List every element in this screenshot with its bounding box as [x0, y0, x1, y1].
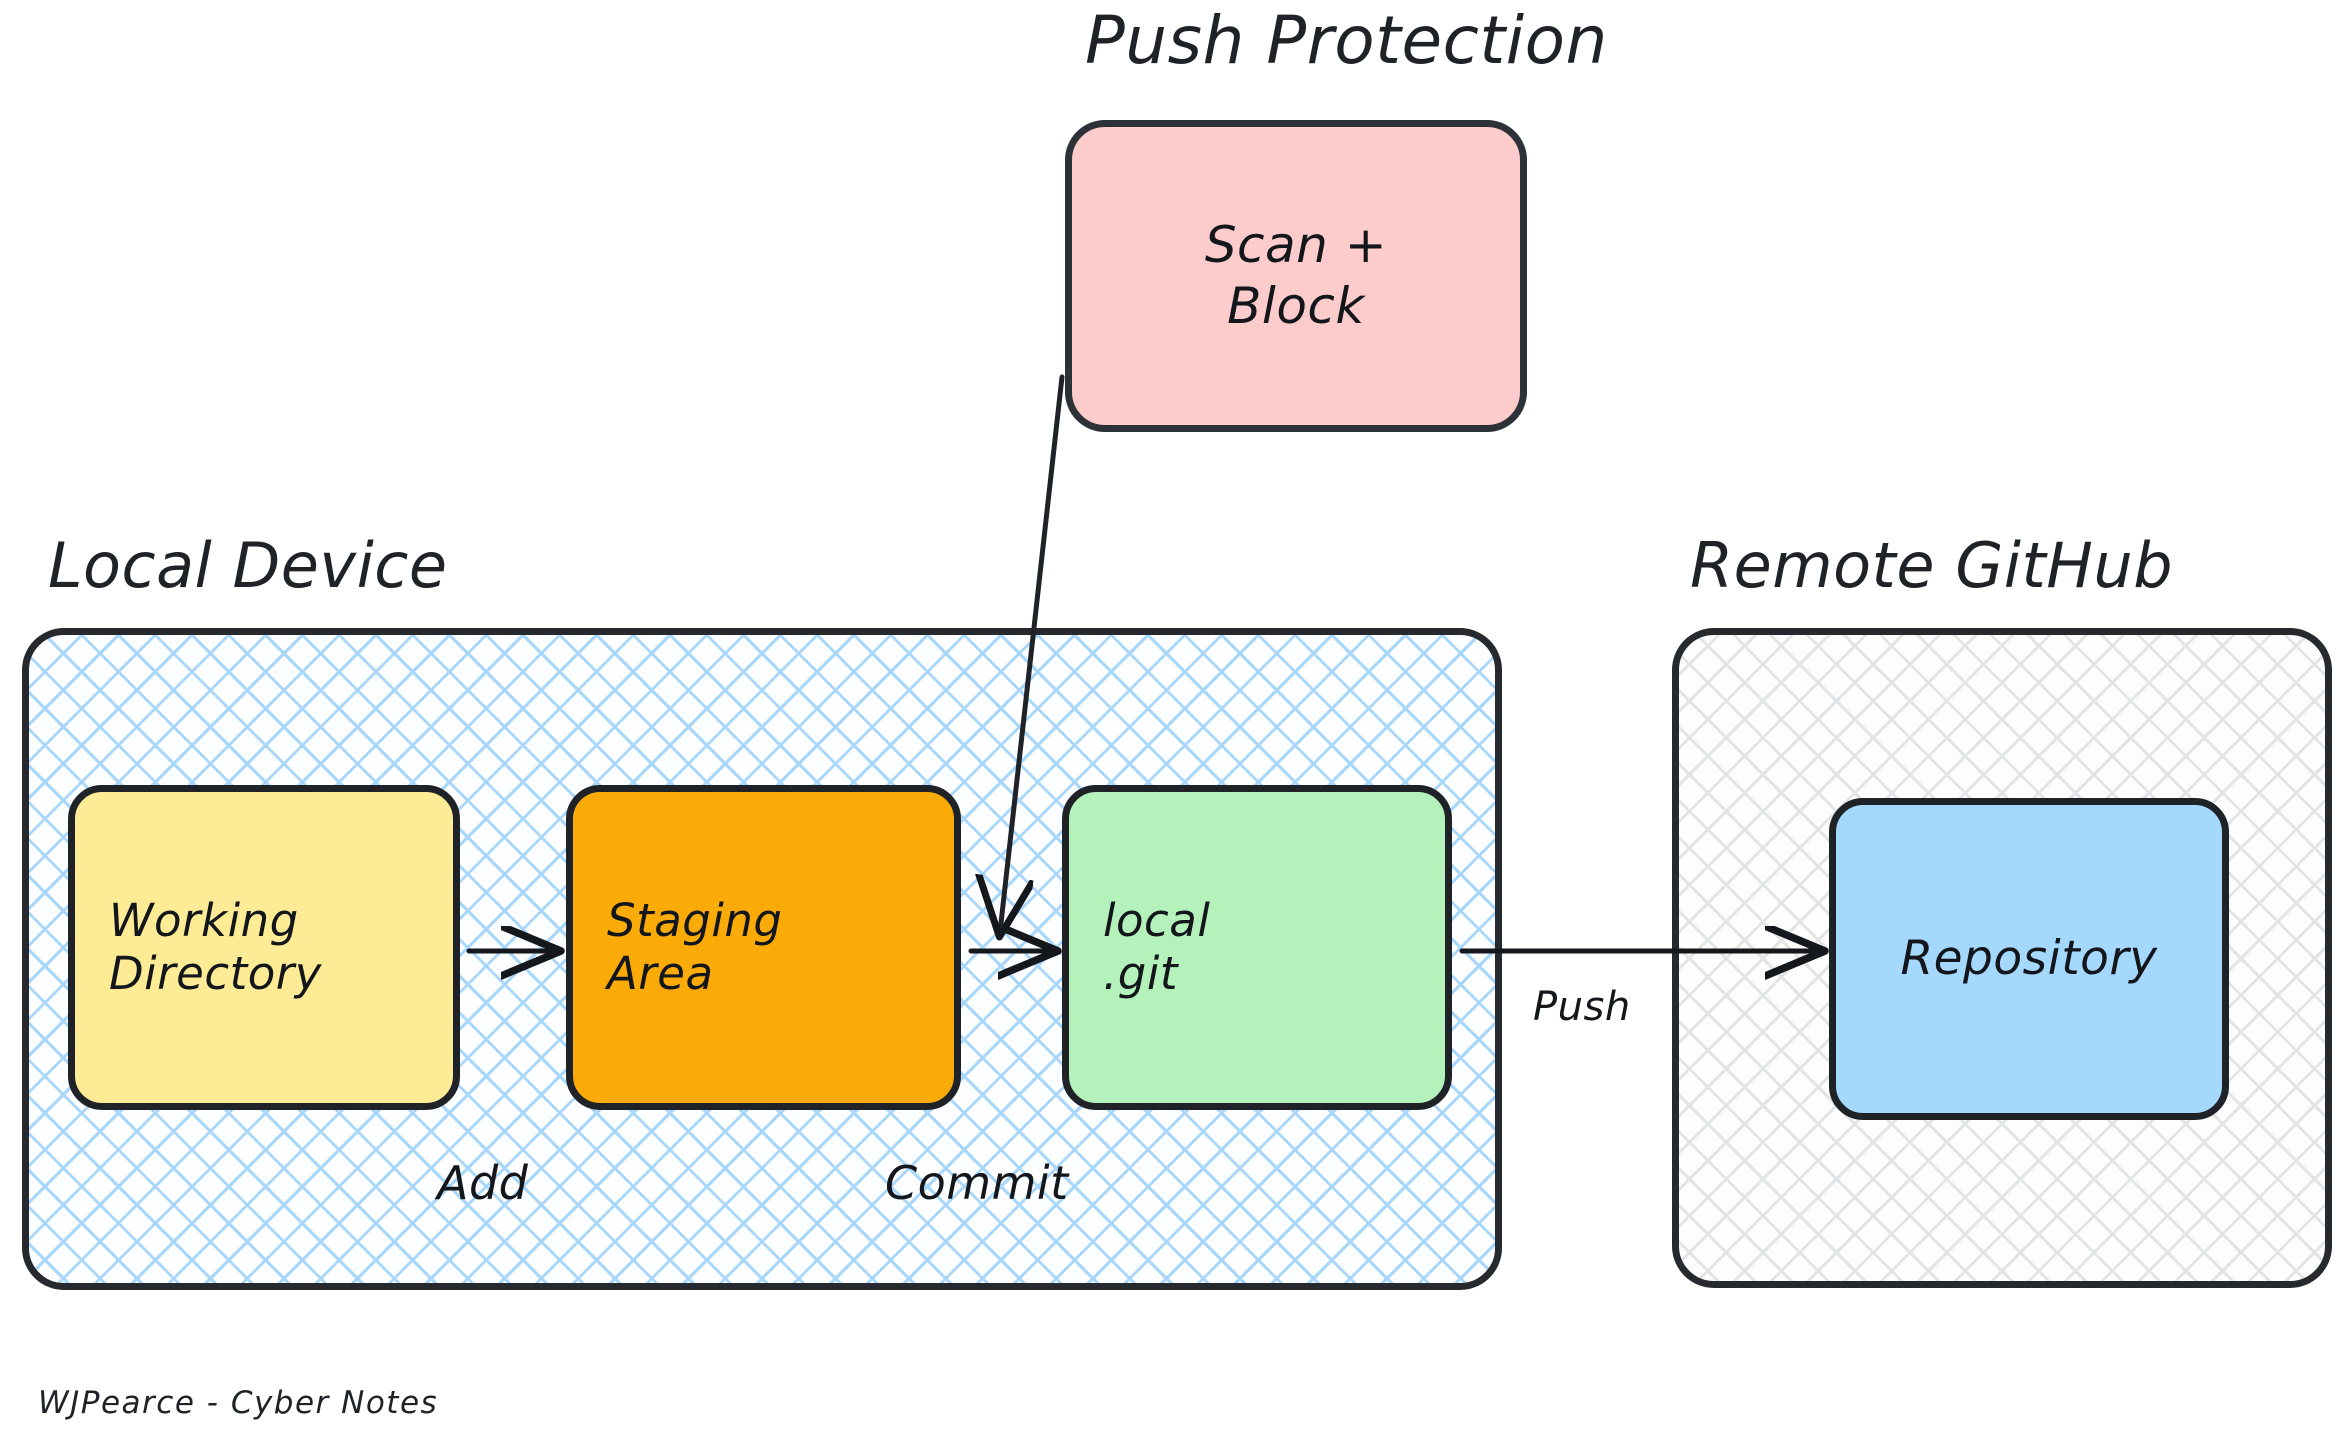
node-staging-area[interactable]: Staging Area — [566, 785, 961, 1110]
node-repository[interactable]: Repository — [1829, 798, 2229, 1120]
footer-credit: WJPearce - Cyber Notes — [38, 1385, 439, 1421]
node-working-directory[interactable]: Working Directory — [68, 785, 460, 1110]
node-local-git-label: local .git — [1103, 894, 1211, 1000]
node-local-git[interactable]: local .git — [1062, 785, 1452, 1110]
node-working-directory-label: Working Directory — [109, 894, 322, 1000]
edge-label-push: Push — [1533, 984, 1631, 1030]
node-scan-block-label: Scan + Block — [1204, 216, 1388, 335]
edge-label-add: Add — [437, 1156, 529, 1210]
push-protection-title: Push Protection — [1085, 2, 1608, 79]
zone-remote-github-title: Remote GitHub — [1690, 529, 2174, 602]
node-scan-block[interactable]: Scan + Block — [1065, 120, 1527, 432]
node-staging-area-label: Staging Area — [607, 894, 783, 1000]
edge-label-commit: Commit — [885, 1156, 1069, 1210]
node-repository-label: Repository — [1900, 930, 2158, 986]
zone-local-device-title: Local Device — [48, 529, 448, 602]
